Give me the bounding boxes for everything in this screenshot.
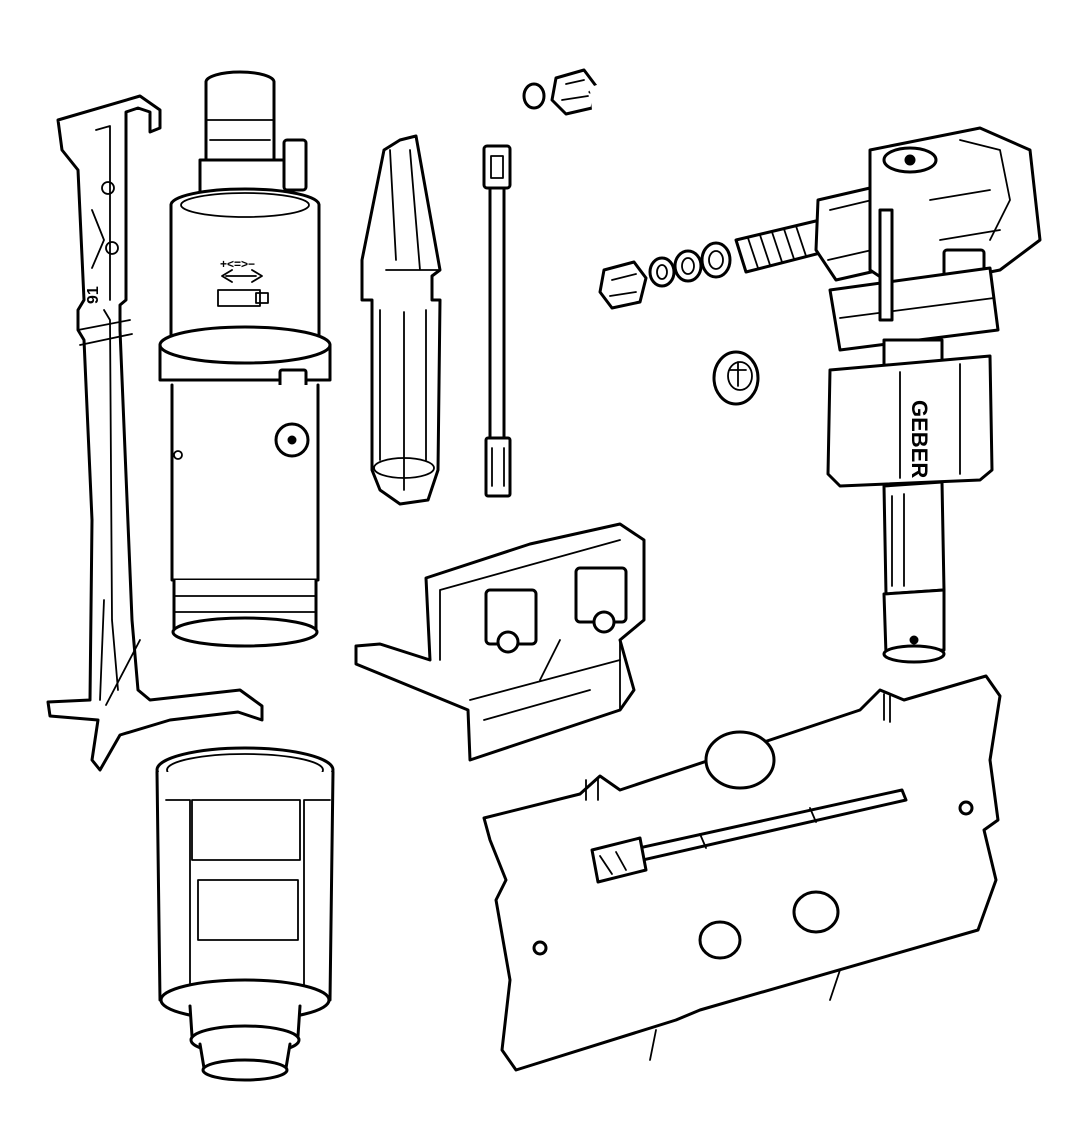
valve-basket [155,746,335,1082]
flush-valve: +<=>− [158,70,332,648]
connection-pipe [522,68,649,310]
brand-vertical: GEBER [907,400,932,478]
valve-lifter [360,134,442,506]
gasket-set [648,241,732,288]
mounting-plate [482,674,1002,1072]
arrow-symbol: +<=>− [220,257,255,271]
actuation-rod [482,144,512,498]
actuator-housing [354,522,646,762]
coupling-nut [712,350,760,406]
support-bracket: 91 [46,94,264,772]
fill-valve: GEBER [734,126,1042,664]
stand-marking: 91 [85,286,102,304]
